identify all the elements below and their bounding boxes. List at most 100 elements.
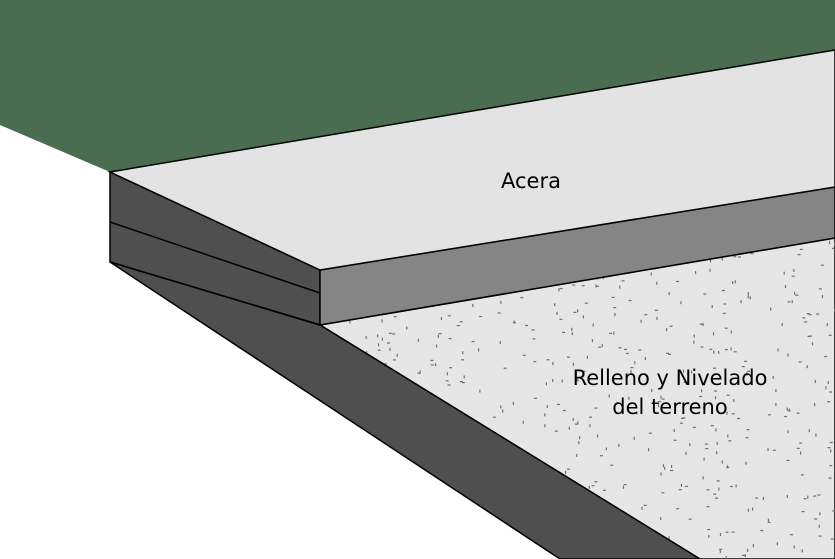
fill-speckle: [821, 295, 824, 298]
fill-speckle: [383, 363, 387, 365]
fill-speckle: [656, 316, 658, 320]
fill-speckle: [702, 322, 704, 326]
fill-speckle: [760, 529, 764, 532]
fill-speckle: [734, 280, 736, 284]
fill-speckle: [730, 347, 732, 351]
fill-speckle: [648, 432, 652, 434]
fill-speckle: [700, 346, 704, 348]
fill-speckle: [744, 360, 748, 362]
fill-speckle: [341, 537, 343, 541]
fill-speckle: [767, 414, 771, 416]
fill-speckle: [472, 303, 474, 307]
fill-speckle: [828, 334, 832, 336]
fill-speckle: [732, 281, 734, 285]
fill-speckle: [718, 487, 720, 491]
fill-speckle: [369, 473, 371, 477]
fill-speckle: [575, 423, 578, 425]
fill-speckle: [701, 384, 705, 386]
fill-speckle: [381, 526, 385, 528]
fill-speckle: [382, 486, 386, 488]
fill-speckle: [592, 323, 594, 327]
fill-speckle: [793, 269, 795, 272]
fill-speckle: [806, 313, 810, 315]
fill-speckle: [437, 334, 439, 338]
fill-speckle: [596, 434, 599, 438]
fill-speckle: [787, 353, 789, 357]
fill-speckle: [797, 254, 801, 256]
fill-speckle: [331, 549, 333, 553]
fill-speckle: [461, 382, 465, 384]
fill-speckle: [619, 285, 621, 289]
fill-speckle: [671, 465, 673, 468]
fill-speckle: [802, 317, 806, 319]
fill-speckle: [715, 497, 718, 499]
fill-speckle: [713, 390, 717, 392]
fill-leveling-label: Relleno y Nivelado del terreno: [540, 364, 800, 422]
fill-speckle: [588, 485, 590, 489]
fill-speckle: [721, 257, 723, 261]
fill-speckle: [787, 301, 791, 303]
fill-speckle: [403, 502, 407, 504]
fill-speckle: [791, 300, 793, 304]
fill-speckle: [654, 309, 658, 311]
fill-speckle: [435, 363, 437, 367]
fill-speckle: [576, 453, 578, 457]
fill-speckle: [430, 359, 434, 361]
fill-speckle: [545, 382, 547, 386]
fill-speckle: [608, 394, 610, 398]
fill-speckle: [726, 465, 729, 469]
fill-speckle: [676, 508, 680, 510]
fill-speckle: [808, 429, 810, 433]
fill-speckle: [808, 314, 812, 316]
fill-speckle: [828, 477, 832, 479]
fill-speckle: [377, 349, 381, 351]
fill-speckle: [781, 322, 783, 326]
fill-speckle: [459, 381, 463, 383]
fill-speckle: [517, 538, 519, 542]
fill-speckle: [436, 344, 438, 348]
fill-speckle: [503, 367, 507, 369]
fill-speckle: [733, 351, 737, 353]
fill-speckle: [339, 469, 341, 472]
fill-speckle: [392, 359, 396, 361]
fill-speckle: [818, 535, 822, 537]
fill-speckle: [714, 396, 717, 400]
fill-speckle: [471, 341, 475, 343]
fill-speckle: [572, 284, 576, 286]
fill-speckle: [744, 554, 746, 558]
fill-speckle: [589, 424, 591, 428]
fill-speckle: [463, 538, 467, 540]
fill-speckle: [815, 433, 817, 437]
fill-speckle: [623, 484, 627, 486]
fill-speckle: [764, 379, 767, 383]
fill-speckle: [610, 464, 614, 466]
fill-speckle: [575, 372, 577, 376]
fill-speckle: [447, 315, 451, 317]
fill-speckle: [786, 407, 788, 411]
fill-speckle: [572, 362, 574, 366]
fill-speckle: [499, 341, 501, 345]
fill-speckle: [719, 548, 723, 550]
fill-speckle: [575, 378, 579, 381]
fill-speckle: [713, 367, 716, 369]
fill-speckle: [703, 457, 705, 461]
fill-speckle: [818, 524, 820, 528]
fill-speckle: [369, 442, 373, 444]
fill-speckle: [794, 291, 796, 295]
fill-speckle: [740, 300, 742, 304]
fill-speckle: [596, 285, 599, 287]
fill-speckle: [385, 471, 389, 473]
fill-speckle: [341, 529, 345, 532]
fill-speckle: [706, 506, 710, 508]
fill-speckle: [731, 531, 735, 533]
fill-speckle: [709, 268, 711, 272]
fill-speckle: [644, 314, 648, 316]
base-divider-line: [109, 261, 321, 326]
fill-speckle: [577, 309, 579, 313]
fill-speckle: [532, 338, 536, 340]
fill-speckle: [811, 342, 814, 346]
fill-speckle: [628, 299, 632, 302]
fill-speckle: [328, 485, 330, 489]
fill-speckle: [562, 331, 566, 333]
